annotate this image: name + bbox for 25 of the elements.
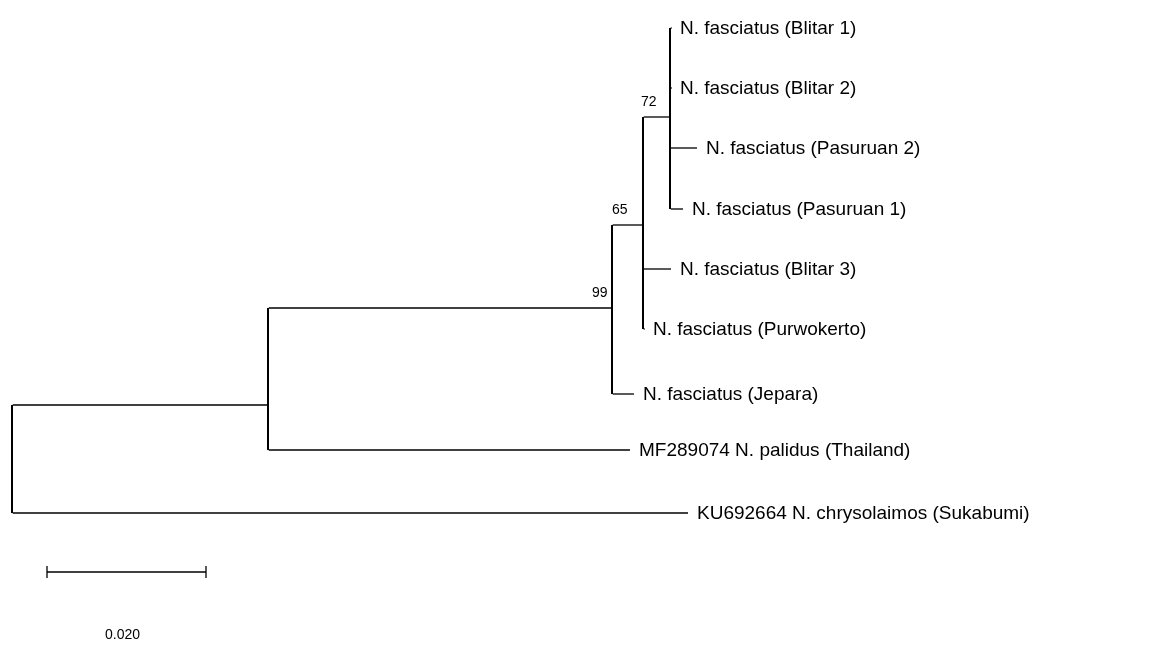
scale-value: 0.020 [105,626,141,642]
taxon-label: MF289074 N. palidus (Thailand) [630,439,911,461]
tree-branch [643,268,672,270]
taxon-label: KU692664 N. chrysolaimos (Sukabumi) [688,502,1030,524]
taxon-label: N. fasciatus (Blitar 3) [671,258,857,280]
taxon-label: N. fasciatus (Purwokerto) [644,318,867,340]
tree-branch [643,328,646,330]
tree-branch [12,512,689,514]
tree-branch [670,27,673,29]
tree-branch [612,224,644,226]
taxon-label: N. fasciatus (Blitar 1) [671,17,857,39]
bootstrap-value: 99 [592,284,608,300]
tree-branch [12,404,269,406]
tree-branch [670,147,698,149]
tree-branch [268,449,631,451]
tree-branch [268,307,613,309]
taxon-label: N. fasciatus (Blitar 2) [671,77,857,99]
taxon-label: N. fasciatus (Pasuruan 1) [683,198,907,220]
taxon-label: N. fasciatus (Pasuruan 2) [697,137,921,159]
tree-branch [612,393,635,395]
tree-branch [643,116,671,118]
bootstrap-value: 65 [612,201,628,217]
taxon-label: N. fasciatus (Jepara) [634,383,819,405]
bootstrap-value: 72 [641,93,657,109]
tree-branch [670,208,684,210]
